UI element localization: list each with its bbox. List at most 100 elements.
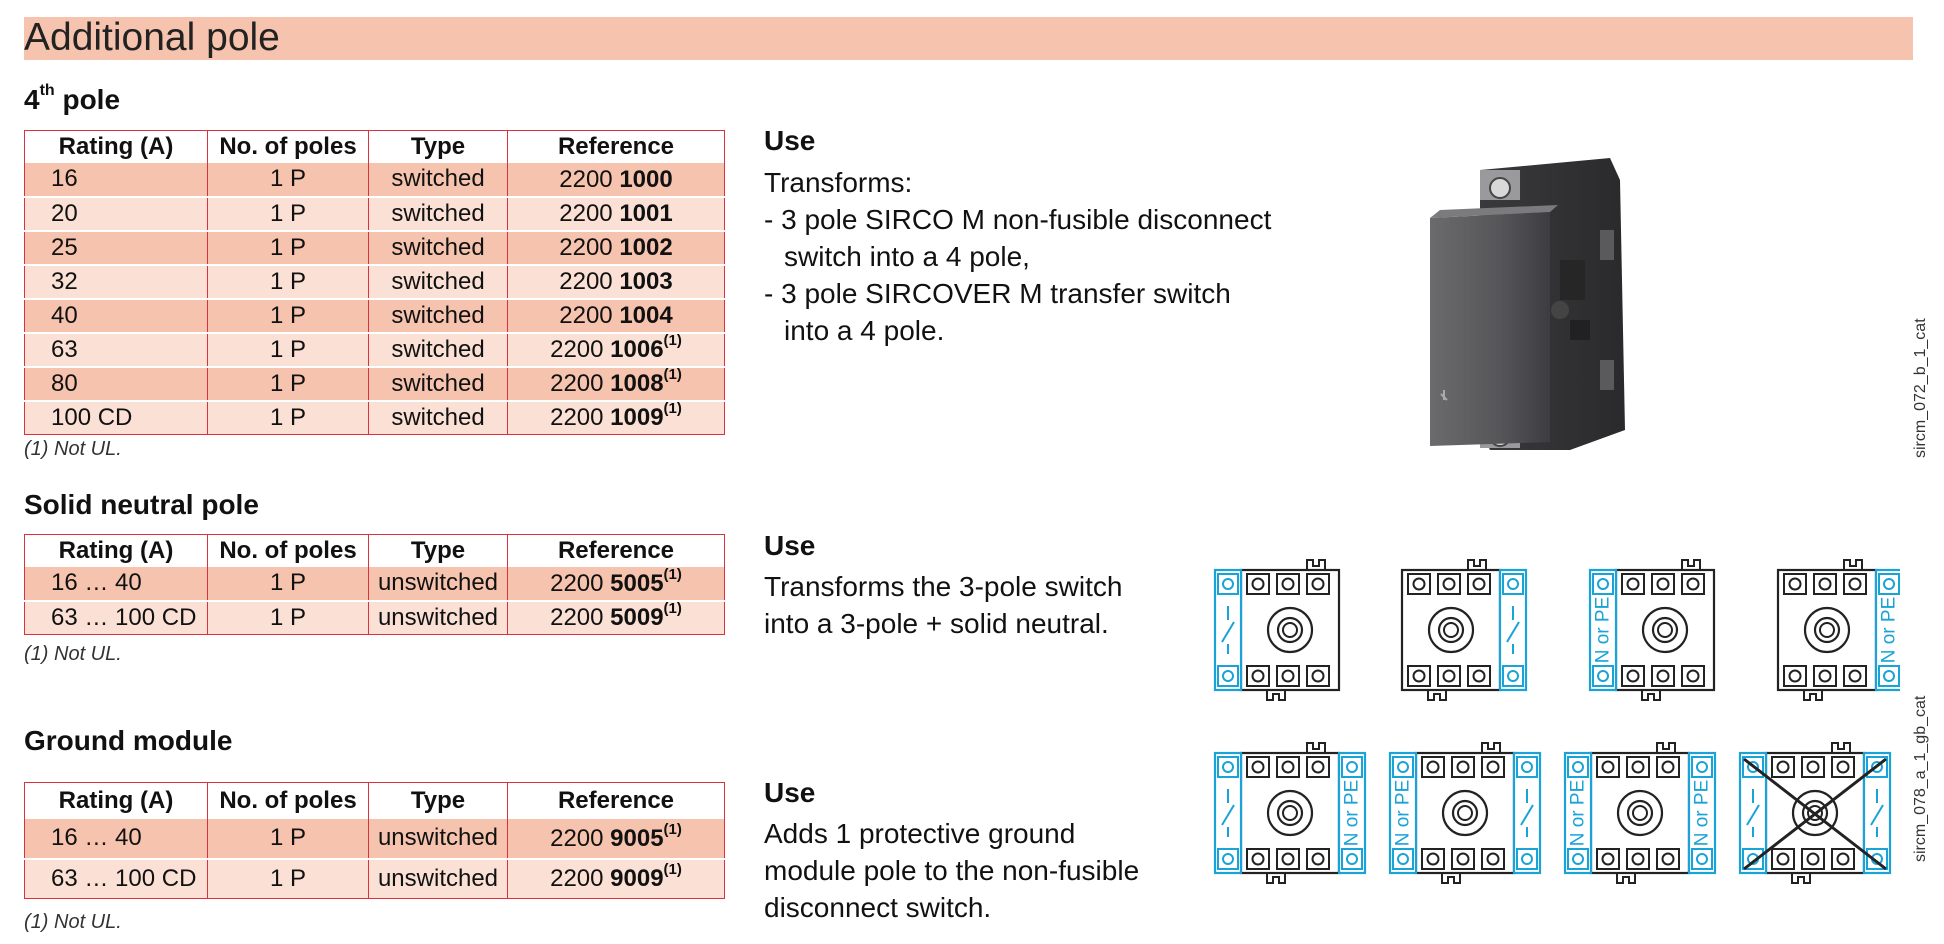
use-line: Adds 1 protective ground [764,818,1076,849]
use-line: - 3 pole SIRCO M non-fusible disconnect [764,204,1272,235]
col-header-poles: No. of poles [207,534,369,567]
reference-code: 1001 [619,200,673,227]
title-bar: Additional pole [24,16,1913,60]
reference-prefix: 2200 [559,302,620,329]
reference-code: 5009 [610,604,664,632]
type-cell: switched [368,400,508,435]
poles-cell: 1 P [207,366,369,402]
fourth-pole-table: Rating (A) No. of poles Type Reference 1… [24,130,725,435]
fourth-pole-use-text: Transforms: - 3 pole SIRCO M non-fusible… [764,164,1271,349]
pole-diagram-1 [1213,559,1341,701]
footnote-mark: (1) [663,565,682,583]
rating-cell: 80 [24,366,208,402]
reference-prefix: 2200 [550,404,611,432]
poles-cell: 1 P [207,264,369,300]
reference-prefix: 2200 [550,604,611,632]
col-header-type: Type [368,782,508,819]
n-or-pe-label: N or PE [1593,597,1614,664]
reference-cell: 2200 1001 [507,196,725,232]
reference-prefix: 2200 [559,165,620,193]
reference-prefix: 2200 [550,336,611,363]
type-cell: switched [368,230,508,266]
type-cell: switched [368,366,508,402]
fourth-pole-use-heading: Use [764,125,816,156]
reference-code: 9009 [610,865,664,893]
photo-code: sircm_072_b_1_cat [1912,318,1929,458]
poles-cell: 1 P [207,818,369,860]
reference-cell: 2200 1000 [507,162,725,198]
reference-cell: 2200 1003 [507,264,725,300]
col-header-reference: Reference [507,782,725,819]
n-or-pe-label: N or PE [1568,780,1589,847]
reference-cell: 2200 9009(1) [507,858,725,899]
pole-diagram-8 [1738,742,1892,884]
use-line: disconnect switch. [764,892,992,923]
rating-cell: 20 [24,196,208,232]
col-header-type: Type [368,130,508,163]
reference-cell: 2200 1008(1) [507,366,725,402]
n-or-pe-label: N or PE [1393,780,1414,847]
reference-code: 1006 [610,336,664,363]
col-header-reference: Reference [507,130,725,163]
pole-diagram-4: N or PE [1776,559,1900,701]
col-header-rating: Rating (A) [24,534,208,567]
footnote-mark: (1) [663,820,682,838]
reference-code: 1002 [619,234,673,261]
reference-prefix: 2200 [550,824,611,852]
solid-neutral-use-heading: Use [764,530,816,561]
reference-prefix: 2200 [559,234,620,261]
use-line: Transforms: [764,167,913,198]
page-title: Additional pole [24,16,280,59]
reference-prefix: 2200 [550,370,611,397]
footnote-mark: (1) [663,861,682,879]
rating-cell: 63 … 100 CD [24,600,208,635]
col-header-reference: Reference [507,534,725,567]
reference-prefix: 2200 [559,268,620,295]
fourth-pole-heading-sup: th [39,81,55,99]
footnote-mark: (1) [663,332,682,349]
ground-module-use-text: Adds 1 protective ground module pole to … [764,815,1139,926]
reference-code: 1009 [610,404,664,432]
type-cell: unswitched [368,858,508,899]
pole-diagram-6: N or PE [1388,742,1542,884]
rating-cell: 16 … 40 [24,818,208,860]
poles-cell: 1 P [207,858,369,899]
reference-cell: 2200 1004 [507,298,725,334]
pole-diagram-7: N or PE N or PE [1563,742,1717,884]
rating-cell: 63 [24,332,208,368]
type-cell: unswitched [368,818,508,860]
pole-diagram-3: N or PE [1588,559,1716,701]
solid-neutral-note: (1) Not UL. [24,643,122,665]
rating-cell: 63 … 100 CD [24,858,208,899]
diagram-code: sircm_078_a_1_gb_cat [1912,695,1929,862]
type-cell: unswitched [368,566,508,602]
col-header-rating: Rating (A) [24,130,208,163]
reference-cell: 2200 5009(1) [507,600,725,635]
reference-cell: 2200 9005(1) [507,818,725,860]
fourth-pole-heading: 4th pole [24,81,120,116]
n-or-pe-label: N or PE [1692,780,1713,847]
reference-code: 1000 [619,165,673,193]
n-or-pe-label: N or PE [1879,597,1900,664]
col-header-rating: Rating (A) [24,782,208,819]
poles-cell: 1 P [207,298,369,334]
fourth-pole-module-image [1430,158,1625,450]
rating-cell: 25 [24,230,208,266]
reference-code: 1004 [619,302,673,329]
use-line: - 3 pole SIRCOVER M transfer switch [764,278,1231,309]
solid-neutral-use-text: Transforms the 3-pole switch into a 3-po… [764,568,1122,642]
ground-module-heading: Ground module [24,725,233,756]
use-line: Transforms the 3-pole switch [764,571,1123,602]
use-line: into a 3-pole + solid neutral. [764,608,1109,639]
use-line: into a 4 pole. [784,315,945,346]
